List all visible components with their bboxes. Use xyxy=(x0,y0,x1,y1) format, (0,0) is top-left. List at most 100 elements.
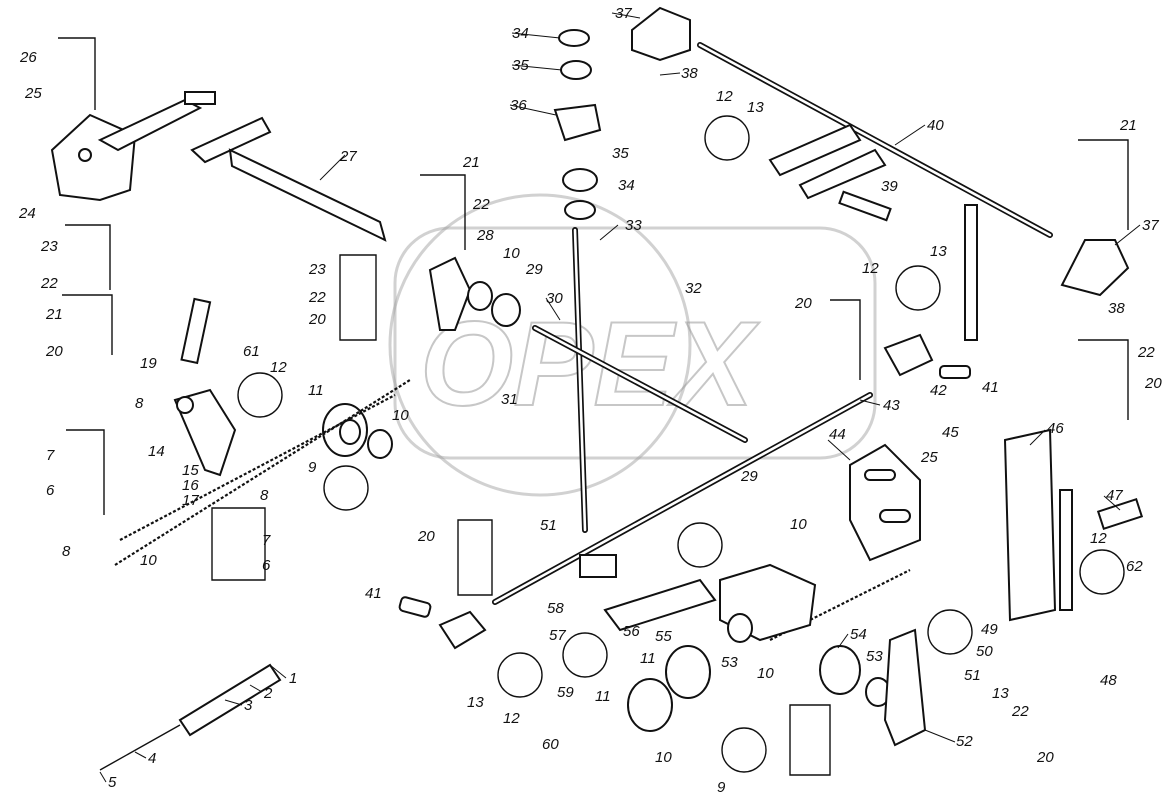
callout-61: 61 xyxy=(243,343,260,360)
watermark-frame xyxy=(393,226,877,460)
part-fork-42 xyxy=(883,333,971,379)
callout-8: 8 xyxy=(260,487,269,504)
part-sprocket-11 xyxy=(322,403,711,732)
callout-10: 10 xyxy=(503,245,520,262)
callout-12: 12 xyxy=(270,359,287,376)
callout-62: 62 xyxy=(1126,558,1143,575)
callout-53: 53 xyxy=(721,654,738,671)
callout-57: 57 xyxy=(549,627,566,644)
callout-38: 38 xyxy=(681,65,698,82)
part-shaft-40 xyxy=(697,42,1053,341)
part-block-54 xyxy=(719,563,891,707)
callout-16: 16 xyxy=(182,477,199,494)
callout-10: 10 xyxy=(392,407,409,424)
callout-22: 22 xyxy=(1137,344,1155,361)
callout-54: 54 xyxy=(850,626,867,643)
callout-50: 50 xyxy=(976,643,993,660)
part-lever-52 xyxy=(883,628,927,747)
callout-9: 9 xyxy=(717,779,726,794)
part-bracket-24 xyxy=(50,91,216,202)
callout-13: 13 xyxy=(747,99,764,116)
callout-labels: 1 2 3 4 5 6 6 7 7 8 8 8 9 9 10 10 10 10 … xyxy=(18,5,1162,794)
callout-41: 41 xyxy=(982,379,999,396)
part-bearing-37 xyxy=(631,6,1130,297)
callout-12: 12 xyxy=(862,260,879,277)
callout-13: 13 xyxy=(992,685,1009,702)
callout-21: 21 xyxy=(462,154,480,171)
callout-49: 49 xyxy=(981,621,998,638)
callout-4: 4 xyxy=(148,750,156,767)
callout-26: 26 xyxy=(19,49,37,66)
callout-11: 11 xyxy=(308,382,324,399)
callout-40: 40 xyxy=(927,117,944,134)
watermark-logo: OPEX xyxy=(420,297,760,431)
callout-48: 48 xyxy=(1100,672,1117,689)
part-rod-30 xyxy=(532,325,748,443)
callout-10: 10 xyxy=(655,749,672,766)
callout-28: 28 xyxy=(476,227,494,244)
callout-20: 20 xyxy=(794,295,812,312)
callout-52: 52 xyxy=(956,733,973,750)
callout-12: 12 xyxy=(503,710,520,727)
callout-8: 8 xyxy=(62,543,71,560)
part-lever-56 xyxy=(579,554,717,632)
callout-15: 15 xyxy=(182,462,199,479)
part-bracket-46 xyxy=(1003,428,1144,622)
callout-10: 10 xyxy=(140,552,157,569)
callout-58: 58 xyxy=(547,600,564,617)
callout-21: 21 xyxy=(45,306,63,323)
callout-11: 11 xyxy=(640,650,656,667)
part-turnbuckle-3 xyxy=(99,663,282,771)
part-vertical-shaft-33 xyxy=(553,29,602,533)
callout-8: 8 xyxy=(135,395,144,412)
callout-41: 41 xyxy=(365,585,382,602)
callout-37: 37 xyxy=(1142,217,1159,234)
callout-12: 12 xyxy=(716,88,733,105)
callout-51: 51 xyxy=(964,667,981,684)
callout-51: 51 xyxy=(540,517,557,534)
callout-32: 32 xyxy=(685,280,702,297)
callout-37: 37 xyxy=(615,5,632,22)
callout-59: 59 xyxy=(557,684,574,701)
callout-22: 22 xyxy=(40,275,58,292)
callout-3: 3 xyxy=(244,697,253,714)
callout-43: 43 xyxy=(883,397,900,414)
callout-20: 20 xyxy=(45,343,63,360)
callout-12: 12 xyxy=(1090,530,1107,547)
callout-24: 24 xyxy=(18,205,36,222)
callout-34: 34 xyxy=(618,177,635,194)
callout-13: 13 xyxy=(930,243,947,260)
callout-60: 60 xyxy=(542,736,559,753)
callout-23: 23 xyxy=(40,238,58,255)
callout-7: 7 xyxy=(262,532,271,549)
part-tensioner-14 xyxy=(173,297,237,477)
callout-23: 23 xyxy=(308,261,326,278)
callout-46: 46 xyxy=(1047,420,1064,437)
callout-19: 19 xyxy=(140,355,157,372)
callout-42: 42 xyxy=(930,382,947,399)
callout-21: 21 xyxy=(1119,117,1137,134)
callout-31: 31 xyxy=(501,391,518,408)
callout-22: 22 xyxy=(472,196,490,213)
callout-55: 55 xyxy=(655,628,672,645)
callout-10: 10 xyxy=(757,665,774,682)
callout-20: 20 xyxy=(308,311,326,328)
callout-6: 6 xyxy=(46,482,55,499)
callout-7: 7 xyxy=(46,447,55,464)
callout-22: 22 xyxy=(308,289,326,306)
callout-30: 30 xyxy=(546,290,563,307)
callout-10: 10 xyxy=(790,516,807,533)
callout-22: 22 xyxy=(1011,703,1029,720)
callout-14: 14 xyxy=(148,443,165,460)
callout-6: 6 xyxy=(262,557,271,574)
callout-47: 47 xyxy=(1106,487,1123,504)
callout-13: 13 xyxy=(467,694,484,711)
part-fork-41 xyxy=(398,596,487,650)
callout-20: 20 xyxy=(1036,749,1054,766)
callout-53: 53 xyxy=(866,648,883,665)
part-lever-27 xyxy=(190,116,387,242)
callout-5: 5 xyxy=(108,774,117,791)
detail-insets xyxy=(58,37,1129,776)
callout-17: 17 xyxy=(182,492,199,509)
